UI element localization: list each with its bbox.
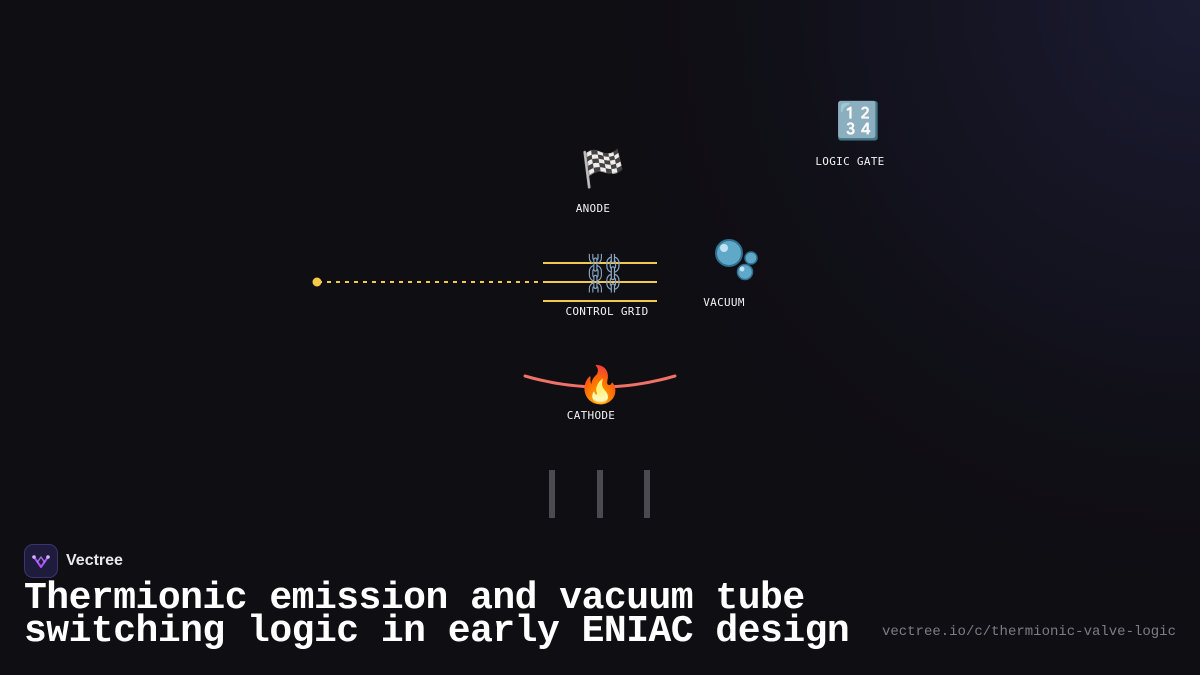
fire-icon: 🔥 (578, 364, 623, 406)
cathode-node: 🔥 CATHODE (567, 364, 623, 422)
control-grid-node: ⛓ CONTROL GRID (565, 251, 648, 318)
input-numbers-icon: 🔢 (836, 100, 881, 142)
vacuum-node: VACUUM (703, 239, 758, 309)
control-grid-label: CONTROL GRID (565, 305, 648, 318)
cathode-label: CATHODE (567, 409, 615, 422)
chain-icon: ⛓ (580, 251, 628, 295)
brand-name: Vectree (66, 552, 123, 569)
logic-gate-label: LOGIC GATE (815, 155, 884, 168)
logic-gate-node: 🔢 LOGIC GATE (815, 100, 884, 168)
source-url: vectree.io/c/thermionic-valve-logic (881, 624, 1176, 640)
cathode-filament (523, 374, 677, 389)
bubbles-icon (715, 239, 758, 281)
anode-label: ANODE (576, 202, 611, 215)
anode-node: 🏁 ANODE (576, 148, 626, 215)
tube-pins (549, 470, 650, 518)
brand: Vectree (24, 544, 123, 578)
checkered-flag-icon: 🏁 (581, 148, 626, 190)
control-grid-wires (543, 262, 657, 302)
page-title: Thermionic emission and vacuum tube swit… (24, 577, 850, 653)
vectree-logo-icon (24, 544, 58, 578)
signal-input-dot (312, 277, 322, 287)
vacuum-label: VACUUM (703, 296, 745, 309)
